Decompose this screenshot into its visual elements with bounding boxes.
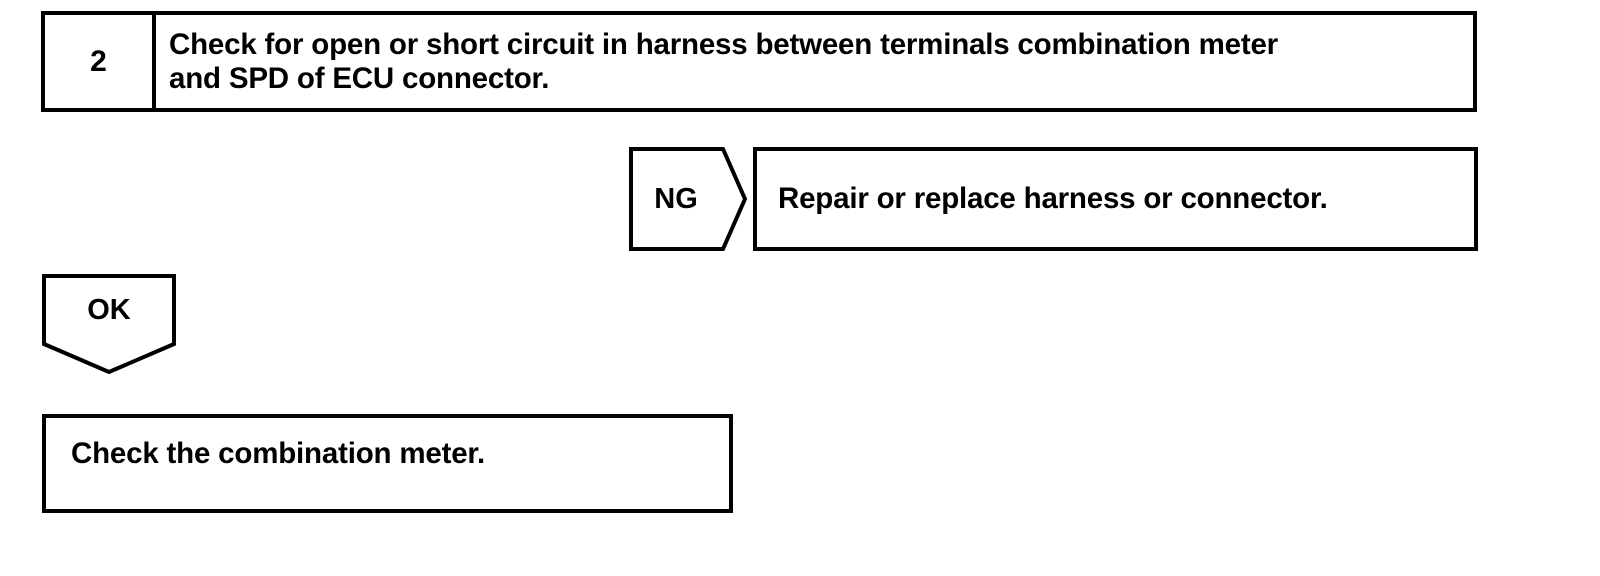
ok-branch-label: OK (87, 293, 131, 326)
ng-action-box: Repair or replace harness or connector. (753, 147, 1478, 251)
step-number-cell: 2 (45, 15, 156, 108)
ng-arrow-shape (629, 147, 747, 251)
step-number: 2 (90, 44, 107, 78)
ng-action-text: Repair or replace harness or connector. (778, 182, 1328, 215)
ok-arrow-shape (42, 274, 176, 374)
step-instruction-cell: Check for open or short circuit in harne… (156, 15, 1473, 108)
result-text: Check the combination meter. (71, 437, 486, 470)
step-row: 2 Check for open or short circuit in har… (41, 11, 1477, 112)
step-instruction-text: Check for open or short circuit in harne… (169, 27, 1278, 95)
result-box: Check the combination meter. (42, 414, 733, 513)
ng-branch-label: NG (654, 182, 698, 215)
